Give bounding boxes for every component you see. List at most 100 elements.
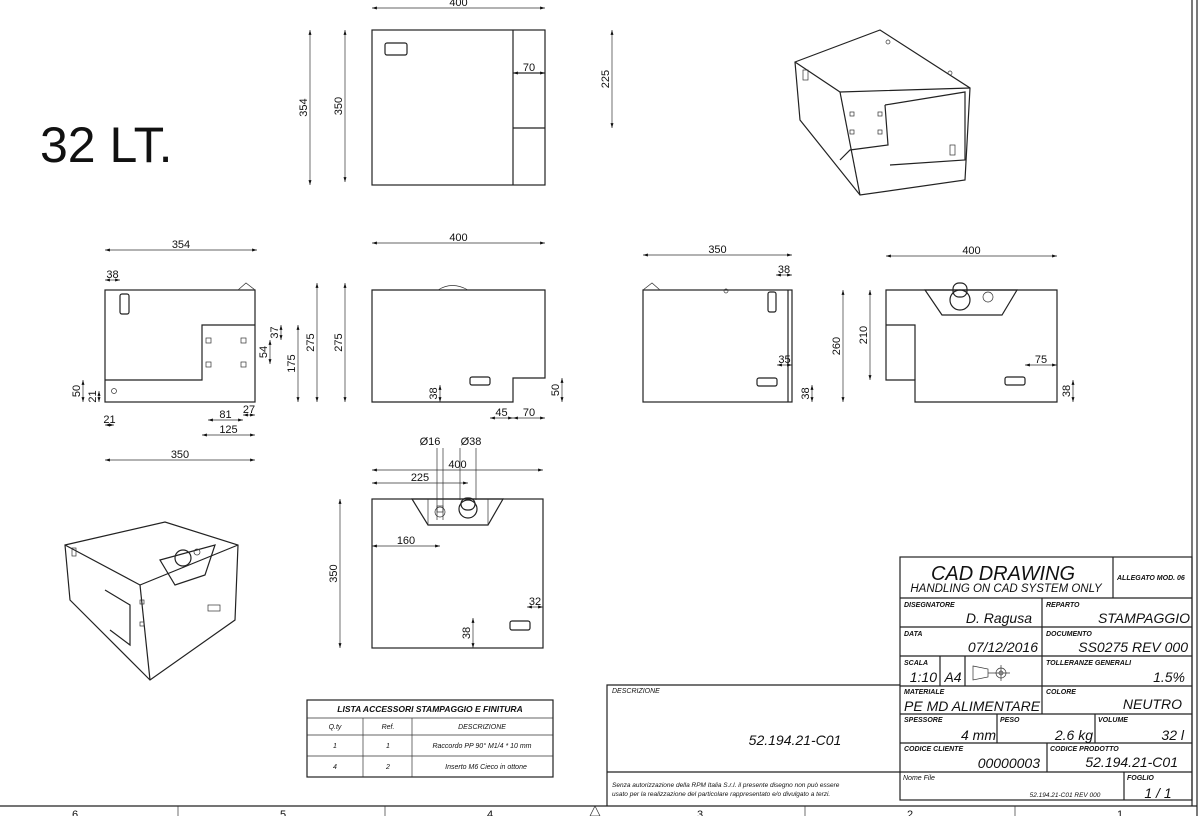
dimension-label: 32 [529, 596, 541, 608]
header-description: DESCRIZIONE [458, 724, 506, 731]
weight-label: PESO [1000, 717, 1020, 724]
scale-value: 1:10 [910, 669, 937, 685]
dimension-label: 350 [333, 97, 345, 115]
date-value: 07/12/2016 [968, 639, 1038, 655]
dimension-label: 38 [106, 269, 118, 281]
center-mark-icon [589, 805, 601, 816]
dimension-label: 70 [523, 62, 535, 74]
dimension-label: 400 [449, 232, 467, 244]
dimension-label: 54 [258, 346, 270, 358]
plan-view [371, 497, 544, 649]
zone-ruler: 6 5 4 3 2 1 [72, 805, 1123, 816]
tolerance-value: 1.5% [1153, 669, 1185, 685]
projection-symbol-icon [972, 665, 1010, 681]
row-description: Raccordo PP 90° M1/4 * 10 mm [432, 742, 531, 750]
designer-label: DISEGNATORE [904, 602, 955, 609]
dimension-label: 350 [171, 449, 189, 461]
dimension-label: 81 [219, 409, 231, 421]
dimension-label: 38 [428, 387, 440, 399]
dimension-label: 45 [495, 407, 507, 419]
document-label: DOCUMENTO [1046, 631, 1092, 638]
dimension-label: 125 [219, 424, 237, 436]
dimension-label: 38 [1061, 385, 1073, 397]
description-label: DESCRIZIONE [612, 688, 660, 695]
dimension-label: 260 [831, 337, 843, 355]
dimension-label: 350 [708, 244, 726, 256]
back-view [885, 282, 1058, 403]
file-name-value: 52.194.21-C01 REV 000 [1030, 792, 1101, 799]
disclaimer-line-1: Senza autorizzazione della RPM Italia S.… [612, 782, 840, 789]
top-view [371, 29, 546, 186]
dimension-label: 160 [397, 535, 415, 547]
attachment-label: ALLEGATO MOD. 06 [1116, 575, 1185, 582]
dimension-label: 75 [1035, 354, 1047, 366]
header-ref: Ref. [382, 724, 395, 731]
dimension-label: 35 [778, 354, 790, 366]
dimension-label: 38 [800, 387, 812, 399]
dimension-label: 210 [858, 326, 870, 344]
dimension-label: 354 [298, 98, 310, 116]
weight-value: 2.6 kg [1054, 727, 1093, 743]
dimension-label: 225 [600, 70, 612, 88]
isometric-view-bottom [64, 521, 239, 681]
diameter-label: Ø16 [420, 436, 441, 448]
format-value: A4 [943, 669, 961, 685]
dimension-label: 21 [87, 390, 99, 402]
capacity-label: 32 LT. [40, 117, 173, 173]
dimension-label: 70 [523, 407, 535, 419]
dimension-label: 354 [172, 239, 190, 251]
dimension-label: 350 [328, 564, 340, 582]
right-side-view [642, 282, 793, 403]
accessories-table: LISTA ACCESSORI STAMPAGGIO E FINITURA Q.… [306, 699, 554, 778]
dimension-label: 175 [286, 354, 298, 372]
row-description: Inserto M6 Cieco in ottone [445, 764, 527, 771]
client-code-label: CODICE CLIENTE [904, 746, 963, 753]
header-qty: Q.ty [329, 724, 342, 731]
thickness-label: SPESSORE [904, 717, 943, 724]
isometric-view-top [794, 29, 971, 196]
date-label: DATA [904, 631, 922, 638]
cad-subheading: HANDLING ON CAD SYSTEM ONLY [910, 583, 1103, 595]
left-side-view [104, 282, 256, 403]
sheet-value: 1 / 1 [1144, 785, 1171, 801]
row-ref: 2 [385, 764, 390, 771]
department-label: REPARTO [1046, 602, 1080, 609]
zone-label: 3 [697, 809, 703, 816]
title-block: CAD DRAWING HANDLING ON CAD SYSTEM ONLY … [899, 556, 1193, 801]
dimension-label: 38 [778, 264, 790, 276]
zone-label: 5 [280, 809, 286, 816]
zone-label: 6 [72, 809, 78, 816]
dimension-label: 400 [962, 245, 980, 257]
designer-value: D. Ragusa [966, 610, 1032, 626]
product-code-label: CODICE PRODOTTO [1050, 746, 1119, 753]
volume-label: VOLUME [1098, 717, 1128, 724]
row-qty: 4 [333, 764, 337, 771]
cad-heading: CAD DRAWING [931, 563, 1075, 585]
accessories-title: LISTA ACCESSORI STAMPAGGIO E FINITURA [337, 704, 522, 714]
dimension-label: 400 [449, 0, 467, 9]
product-code-value: 52.194.21-C01 [1085, 754, 1178, 770]
row-qty: 1 [333, 743, 337, 750]
dimension-label: 400 [448, 459, 466, 471]
zone-label: 4 [487, 809, 493, 816]
zone-label: 2 [907, 809, 913, 816]
dimension-label: 21 [103, 414, 115, 426]
dimension-label: 225 [411, 472, 429, 484]
dimension-label: 37 [269, 326, 281, 338]
volume-value: 32 l [1161, 727, 1184, 743]
tolerance-label: TOLLERANZE GENERALI [1046, 660, 1132, 667]
thickness-value: 4 mm [961, 727, 996, 743]
disclaimer-line-2: usato per la realizzazione del particola… [612, 791, 830, 798]
dimension-label: 50 [71, 385, 83, 397]
front-view [371, 285, 546, 403]
color-value: NEUTRO [1123, 696, 1182, 712]
material-value: PE MD ALIMENTARE [904, 698, 1041, 714]
dimension-label: 50 [550, 384, 562, 396]
scale-label: SCALA [904, 660, 928, 667]
sheet-label: FOGLIO [1127, 775, 1154, 782]
color-label: COLORE [1046, 689, 1076, 696]
dimension-label: 275 [333, 333, 345, 351]
